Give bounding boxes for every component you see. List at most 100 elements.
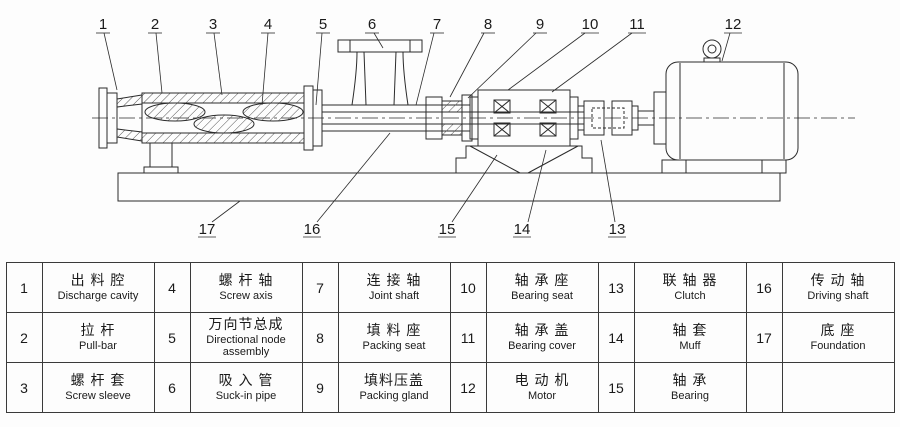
- part-name-en: Suck-in pipe: [215, 389, 277, 402]
- part-number-cell: 14: [597, 312, 635, 363]
- callout-8: 8: [484, 16, 492, 33]
- part-name-cell: 万向节总成 Directional node assembly: [189, 312, 303, 363]
- table-row-1: 1 出 料 腔 Discharge cavity 4 螺 杆 轴 Screw a…: [5, 262, 895, 313]
- callout-16: 16: [304, 221, 321, 238]
- part-number-cell: 15: [597, 362, 635, 413]
- part-name-cn: 轴 套: [672, 322, 708, 339]
- part-name-en: Pull-bar: [79, 339, 117, 352]
- part-name-en: Bearing seat: [511, 289, 573, 302]
- pump-assembly-drawing: 1 2 3 4 5 6 7 8 9 10 11 12 17 16 15 14 1…: [92, 16, 855, 238]
- callout-7: 7: [433, 16, 441, 33]
- part-number-cell: 17: [745, 312, 783, 363]
- screw-rotor: [144, 102, 304, 134]
- callout-9: 9: [536, 16, 544, 33]
- callout-12: 12: [725, 16, 742, 33]
- part-name-en: Screw sleeve: [65, 389, 131, 402]
- part-name-cn: 螺 杆 套: [70, 372, 126, 389]
- part-name-cn: 轴 承 座: [514, 272, 570, 289]
- part-name-cell: 填 料 座 Packing seat: [337, 312, 451, 363]
- part-name-cell: 电 动 机 Motor: [485, 362, 599, 413]
- part-name-cn: 拉 杆: [80, 322, 116, 339]
- motor-lifting-eye: [702, 39, 722, 63]
- part-name-en: Joint shaft: [368, 289, 420, 302]
- part-number-cell: 10: [449, 262, 487, 313]
- part-name-cell: 螺 杆 套 Screw sleeve: [41, 362, 155, 413]
- callout-numbers: 1 2 3 4 5 6 7 8 9 10 11 12 17 16 15 14 1…: [99, 16, 742, 238]
- part-name-en: Bearing: [671, 389, 709, 402]
- part-name-cell: 轴 承 座 Bearing seat: [485, 262, 599, 313]
- part-name-cn: 填料压盖: [364, 372, 424, 389]
- part-number-cell: 5: [153, 312, 191, 363]
- part-name-cn: 出 料 腔: [70, 272, 126, 289]
- table-row-2: 2 拉 杆 Pull-bar 5 万向节总成 Directional node …: [5, 312, 895, 363]
- part-number-cell: 4: [153, 262, 191, 313]
- part-name-en: Foundation: [810, 339, 866, 352]
- empty-number-cell: [745, 362, 783, 413]
- part-name-cn: 底 座: [820, 322, 856, 339]
- part-number-cell: 8: [301, 312, 339, 363]
- packing-assembly: [425, 94, 473, 142]
- part-name-en: Bearing cover: [508, 339, 576, 352]
- part-name-cell: 拉 杆 Pull-bar: [41, 312, 155, 363]
- part-name-cell: 轴 承 盖 Bearing cover: [485, 312, 599, 363]
- part-name-en: Driving shaft: [807, 289, 869, 302]
- part-name-cn: 填 料 座: [366, 322, 422, 339]
- part-name-cell: 填料压盖 Packing gland: [337, 362, 451, 413]
- callout-4: 4: [264, 16, 272, 33]
- part-name-en: Directional node assembly: [206, 333, 286, 359]
- part-name-cell: 连 接 轴 Joint shaft: [337, 262, 451, 313]
- part-name-en: Screw axis: [219, 289, 273, 302]
- part-name-cn: 吸 入 管: [218, 372, 274, 389]
- part-number-cell: 7: [301, 262, 339, 313]
- callout-15: 15: [439, 221, 456, 238]
- part-number-cell: 9: [301, 362, 339, 413]
- part-name-en: Packing gland: [359, 389, 429, 402]
- part-name-cn: 万向节总成: [208, 316, 284, 333]
- part-name-en: Clutch: [674, 289, 706, 302]
- part-number-cell: 12: [449, 362, 487, 413]
- part-name-cell: 螺 杆 轴 Screw axis: [189, 262, 303, 313]
- part-name-cell: 吸 入 管 Suck-in pipe: [189, 362, 303, 413]
- sleeve-support: [143, 142, 179, 174]
- part-name-en: Discharge cavity: [57, 289, 139, 302]
- callout-11: 11: [629, 16, 645, 33]
- callout-13: 13: [609, 221, 626, 238]
- part-name-cell: 出 料 腔 Discharge cavity: [41, 262, 155, 313]
- part-name-cn: 轴 承: [672, 372, 708, 389]
- part-name-cn: 连 接 轴: [366, 272, 422, 289]
- part-name-cell: 联 轴 器 Clutch: [633, 262, 747, 313]
- motor: [653, 39, 799, 174]
- part-number-cell: 2: [5, 312, 43, 363]
- part-name-cell: 底 座 Foundation: [781, 312, 895, 363]
- suction-pipe: [337, 39, 423, 106]
- callout-1: 1: [99, 16, 107, 33]
- part-name-cn: 轴 承 盖: [514, 322, 570, 339]
- callout-3: 3: [209, 16, 217, 33]
- part-name-cn: 联 轴 器: [662, 272, 718, 289]
- motor-foot-left: [661, 159, 687, 174]
- part-name-en: Motor: [527, 389, 557, 402]
- part-name-cell: 轴 承 Bearing: [633, 362, 747, 413]
- empty-name-cell: [781, 362, 895, 413]
- coupling: [577, 100, 655, 136]
- part-number-cell: 16: [745, 262, 783, 313]
- parts-table: 1 出 料 腔 Discharge cavity 4 螺 杆 轴 Screw a…: [5, 262, 895, 413]
- part-name-en: Packing seat: [362, 339, 426, 352]
- part-name-cn: 螺 杆 轴: [218, 272, 274, 289]
- callout-14: 14: [514, 221, 531, 238]
- part-name-cell: 轴 套 Muff: [633, 312, 747, 363]
- part-number-cell: 3: [5, 362, 43, 413]
- part-number-cell: 1: [5, 262, 43, 313]
- callout-2: 2: [151, 16, 159, 33]
- callout-17: 17: [199, 221, 216, 238]
- bearing-pedestal: [455, 145, 593, 174]
- callout-10: 10: [582, 16, 599, 33]
- part-number-cell: 13: [597, 262, 635, 313]
- part-name-cell: 传 动 轴 Driving shaft: [781, 262, 895, 313]
- part-number-cell: 11: [449, 312, 487, 363]
- motor-foot-right: [761, 159, 787, 174]
- part-name-cn: 电 动 机: [514, 372, 570, 389]
- callout-6: 6: [368, 16, 376, 33]
- foundation-base: [117, 172, 781, 202]
